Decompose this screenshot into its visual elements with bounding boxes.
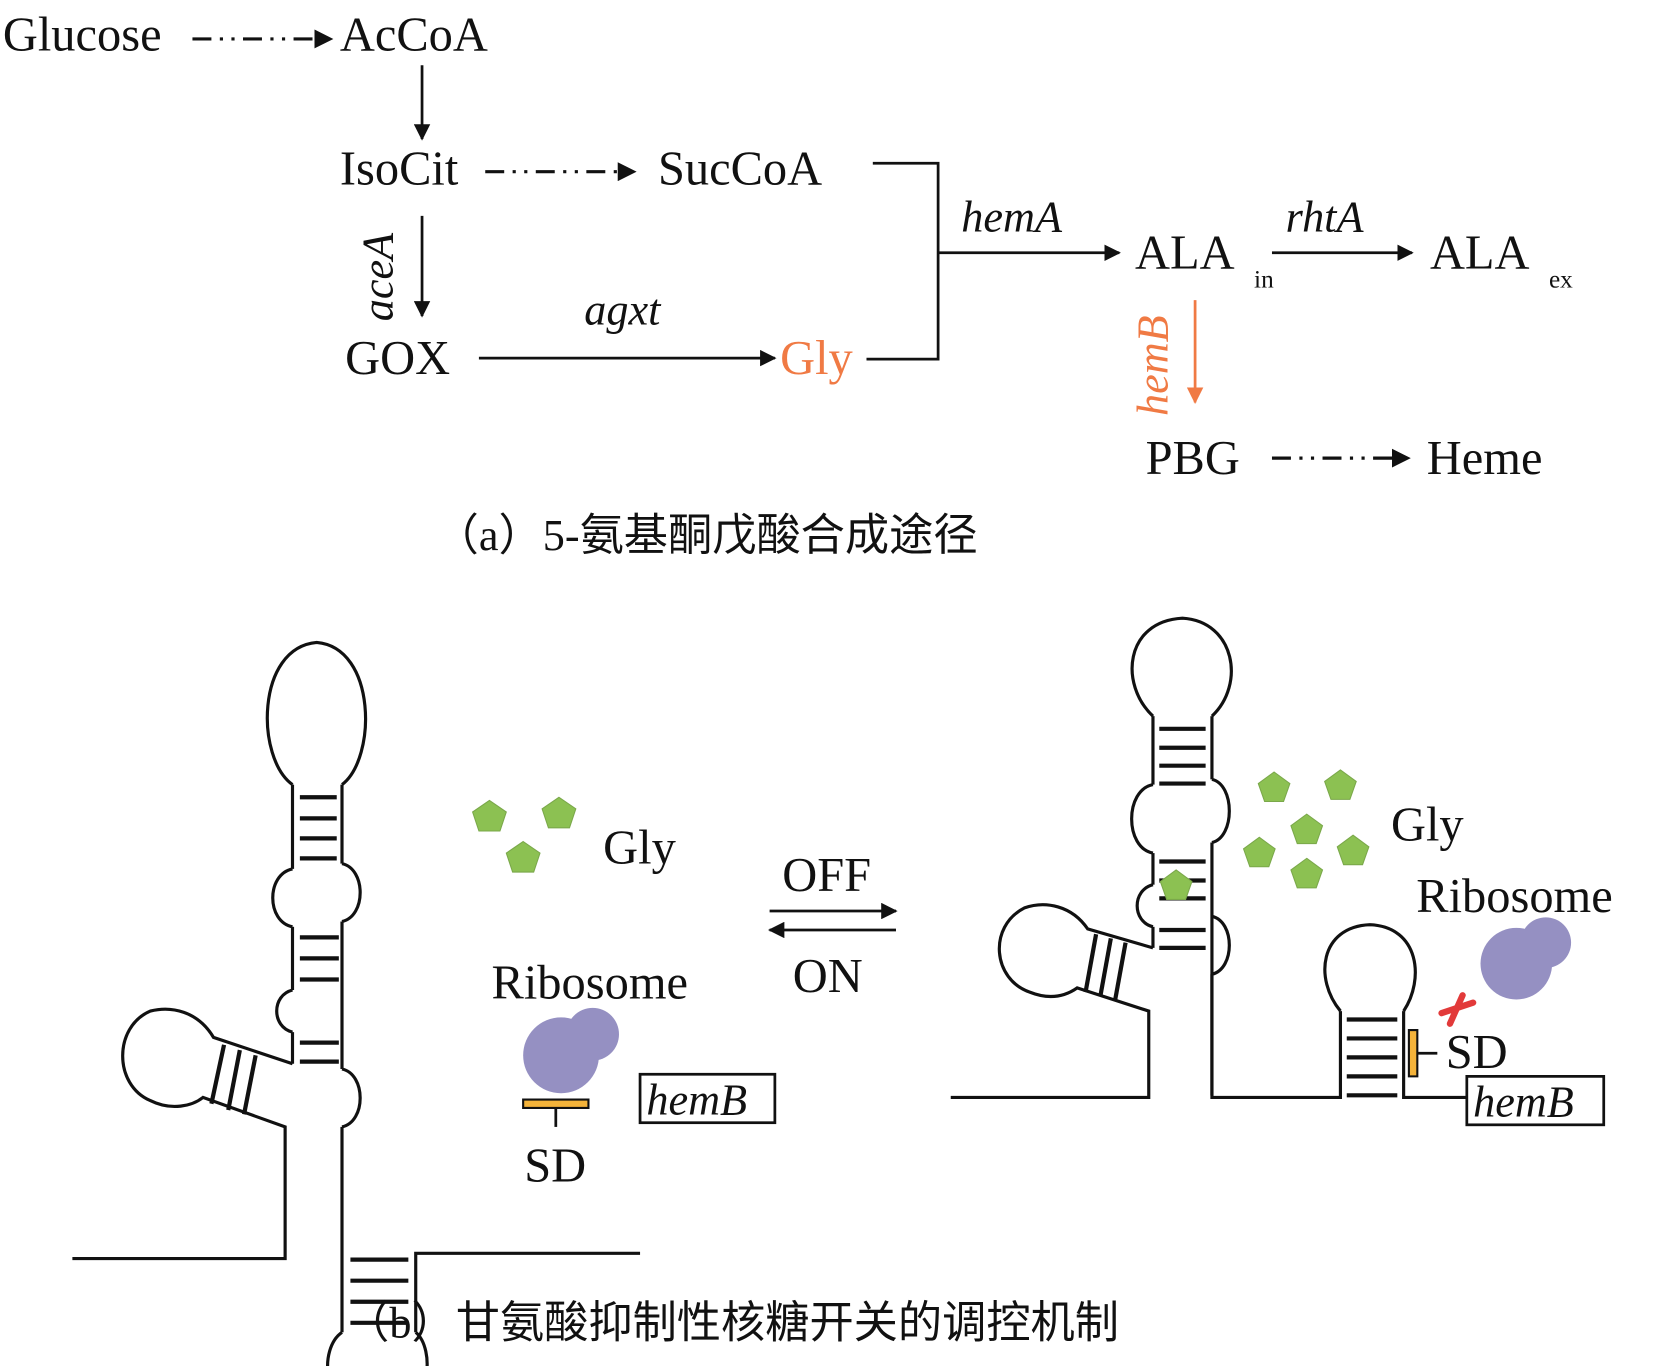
base-pairs-terminator-right [1346, 1017, 1398, 1098]
bulge [275, 988, 294, 1034]
node-glucose: Glucose [3, 9, 162, 62]
riboswitch-off-state: SD hemB Gly Ribosome [950, 616, 1613, 1127]
base-pairs-side-left [209, 1044, 258, 1115]
base-pairs-mid-left [299, 935, 339, 982]
glycine-icon [1324, 769, 1357, 800]
glycine-icon [541, 796, 577, 829]
base-pairs-low-left [299, 1040, 339, 1064]
node-gly: Gly [780, 332, 853, 385]
bracket-succoa-gly [866, 161, 940, 361]
node-ala-in-subscript: in [1254, 266, 1274, 294]
bottom-loop-left [326, 1330, 429, 1366]
glycine-molecules-left [471, 796, 577, 873]
bulge [1130, 783, 1154, 855]
glycine-icon [1290, 857, 1324, 889]
bulge [271, 867, 293, 929]
base-pairs-top-left [299, 795, 337, 861]
glycine-molecules-right [1159, 769, 1370, 900]
sd-site-right [1407, 1028, 1419, 1078]
gene-rhtA: rhtA [1286, 193, 1365, 242]
node-ala-ex-subscript: ex [1549, 266, 1573, 294]
glycine-icon [1290, 813, 1324, 845]
node-heme: Heme [1427, 432, 1543, 485]
base-pairs-low-right [1159, 927, 1206, 950]
glycine-icon-bound [1159, 869, 1193, 900]
node-isocit: IsoCit [340, 142, 459, 195]
glycine-icon [471, 799, 507, 832]
node-ala-in: ALA [1135, 227, 1235, 280]
gene-box-right [1465, 1075, 1606, 1127]
glycine-icon [1336, 834, 1370, 866]
node-pbg: PBG [1146, 432, 1240, 485]
blocked-icon [1438, 992, 1477, 1027]
ribosome-label-right: Ribosome [1416, 870, 1612, 923]
side-hairpin-right [950, 903, 1154, 1100]
glycine-icon [505, 840, 541, 873]
gene-agxt: agxt [584, 285, 662, 334]
bulge [1211, 914, 1231, 976]
base-pairs-top-right [1159, 726, 1206, 786]
gene-hemB: hemB [1129, 315, 1178, 416]
top-loop-left [265, 640, 367, 786]
bulge [341, 862, 362, 924]
gene-box-left [638, 1072, 777, 1125]
on-label: ON [793, 950, 863, 1003]
top-loop-right [1130, 616, 1233, 718]
base-pairs-bottom-left [350, 1257, 409, 1325]
gene-label-left: hemB [646, 1075, 747, 1124]
side-hairpin-left [72, 1007, 294, 1261]
strand [1210, 974, 1343, 1100]
node-gox: GOX [345, 332, 450, 385]
riboswitch-on-state: Gly Ribosome SD hemB [72, 640, 777, 1366]
panel-a-pathway: Glucose AcCoA IsoCit SucCoA aceA GOX agx… [3, 9, 1573, 560]
node-ala-ex: ALA [1430, 227, 1530, 280]
caption-b: （b）甘氨酸抑制性核糖开关的调控机制 [345, 1299, 1119, 1348]
equilibrium: OFF ON [767, 849, 898, 1003]
glycine-icon [1257, 771, 1291, 803]
off-label: OFF [782, 849, 871, 902]
bulge [1211, 777, 1231, 845]
gene-label-right: hemB [1473, 1077, 1574, 1126]
base-pairs-side-right [1083, 933, 1128, 1001]
sd-site-left [522, 1098, 590, 1110]
bulge [341, 1067, 362, 1129]
gene-hemA: hemA [961, 193, 1063, 242]
gly-label-right: Gly [1391, 798, 1464, 851]
terminator-loop-right [1323, 923, 1417, 1013]
ribosome-label-left: Ribosome [492, 956, 688, 1009]
glycine-icon [1242, 836, 1276, 868]
ribosome-icon-right [1480, 917, 1572, 1000]
strand [414, 1251, 641, 1317]
ribosome-icon-left [523, 1007, 619, 1094]
gly-label-left: Gly [603, 822, 676, 875]
sd-label-left: SD [524, 1140, 586, 1193]
node-succoa: SucCoA [658, 142, 822, 195]
gene-aceA: aceA [354, 232, 403, 321]
node-accoa: AcCoA [340, 9, 488, 62]
strand [1402, 1011, 1467, 1100]
caption-a: （a）5-氨基酮戊酸合成途径 [435, 511, 978, 560]
sd-label-right: SD [1446, 1026, 1508, 1079]
bulge [1135, 883, 1154, 929]
